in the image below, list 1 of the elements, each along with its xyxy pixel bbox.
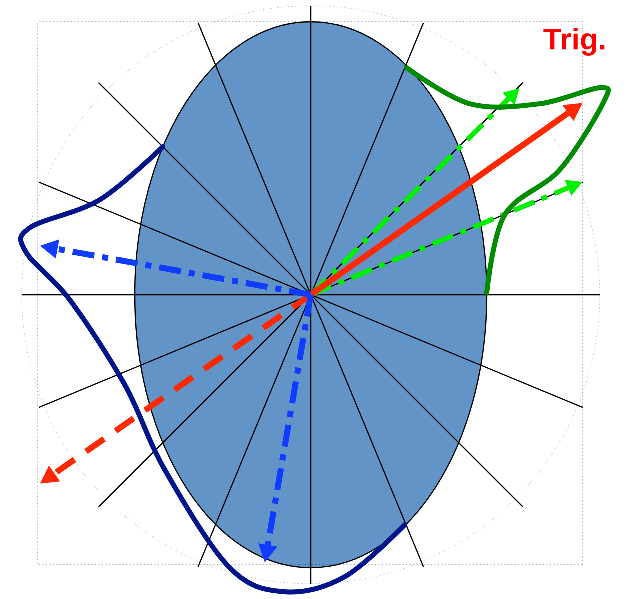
trigger-label: Trig. bbox=[544, 28, 605, 56]
